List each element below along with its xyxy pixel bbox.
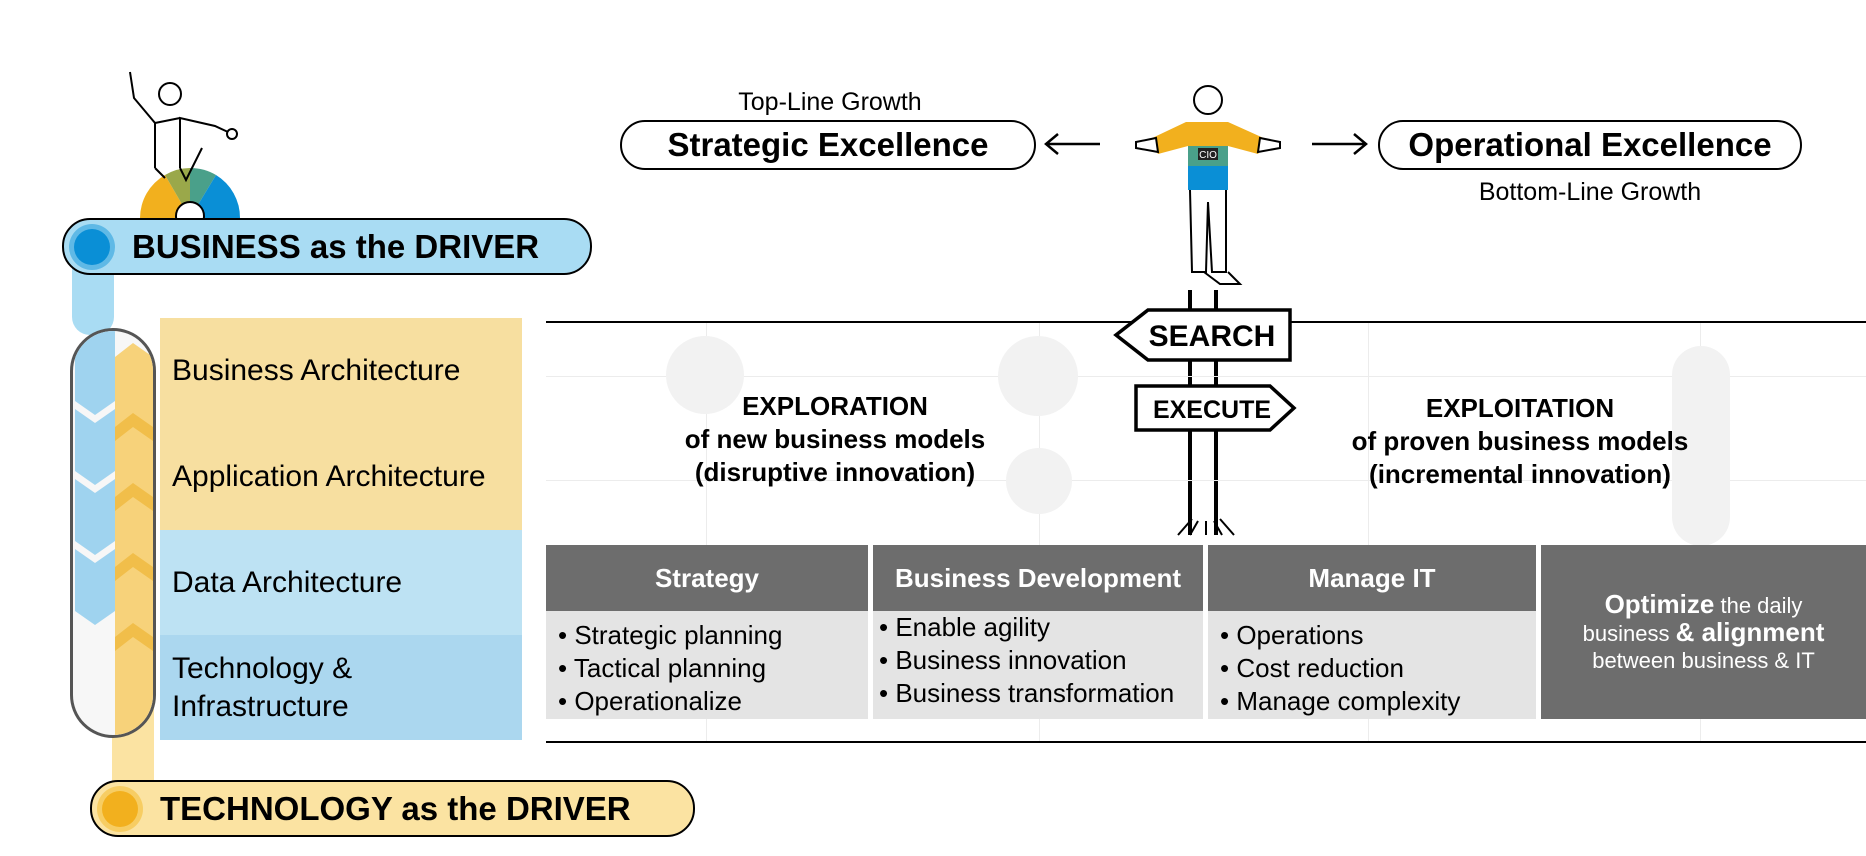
layer-business-architecture: Business Architecture [160, 318, 522, 424]
layer-technology-infrastructure: Technology &Infrastructure [160, 635, 522, 740]
column-body-business-development: • Enable agility • Business innovation •… [873, 611, 1203, 719]
technology-driver-pill: TECHNOLOGY as the DRIVER [90, 780, 695, 837]
arrow-right-icon [1312, 133, 1368, 155]
business-driver-label: BUSINESS as the DRIVER [132, 227, 540, 265]
layer-application-architecture: Application Architecture [160, 424, 522, 530]
grid-line [706, 323, 707, 741]
grid-line [546, 376, 1866, 377]
arrow-left-icon [1044, 133, 1100, 155]
exploration-text: EXPLORATION of new business models (disr… [650, 390, 1020, 489]
execute-sign[interactable]: EXECUTE [1132, 382, 1298, 434]
business-person-icon [129, 71, 241, 218]
grid-line [1039, 323, 1040, 741]
search-sign[interactable]: SEARCH [1112, 306, 1294, 364]
exploitation-line2: of proven business models [1351, 426, 1689, 456]
signpost-base-icon [1177, 518, 1235, 536]
list-item: • Operations [1220, 620, 1364, 650]
business-driver-pill: BUSINESS as the DRIVER [62, 218, 592, 275]
grid-line [1368, 323, 1369, 741]
cio-badge: CIO [1199, 150, 1217, 161]
column-header-manage-it: Manage IT [1208, 545, 1536, 611]
decor-circle [1006, 448, 1072, 514]
column-body-strategy: • Strategic planning • Tactical planning… [546, 611, 868, 719]
strategic-excellence-box: Strategic Excellence [620, 120, 1036, 170]
technology-driver-dot-icon [102, 790, 138, 827]
exploitation-title: EXPLOITATION [1425, 393, 1615, 423]
exploration-line3: (disruptive innovation) [694, 457, 976, 487]
exploitation-text: EXPLOITATION of proven business models (… [1330, 392, 1710, 491]
layer-capsule [70, 328, 156, 738]
list-item: • Cost reduction [1220, 653, 1404, 683]
bottom-rule [546, 741, 1866, 743]
list-item: • Business innovation [879, 645, 1127, 675]
optimize-bold: Optimize [1604, 588, 1715, 619]
list-item: • Operationalize [558, 686, 742, 716]
grid-line [546, 480, 1866, 481]
list-item: • Enable agility [879, 612, 1050, 642]
list-item: • Manage complexity [1220, 686, 1461, 716]
column-body-manage-it: • Operations • Cost reduction • Manage c… [1208, 611, 1536, 719]
exploration-line2: of new business models [684, 424, 986, 454]
alignment-bold: & alignment [1675, 616, 1825, 647]
decor-circle [666, 336, 744, 414]
chevron-arrows [75, 331, 153, 735]
search-sign-label: SEARCH [1149, 320, 1276, 353]
layer-data-architecture: Data Architecture [160, 530, 522, 635]
list-item: • Strategic planning [558, 620, 783, 650]
bottom-line-growth-label: Bottom-Line Growth [1478, 178, 1702, 206]
optimize-box: Optimize the daily business & alignment … [1541, 545, 1866, 719]
column-header-strategy: Strategy [546, 545, 868, 611]
top-line-growth-label: Top-Line Growth [738, 88, 922, 116]
exploration-title: EXPLORATION [742, 391, 928, 421]
operational-excellence-box: Operational Excellence [1378, 120, 1802, 170]
list-item: • Tactical planning [558, 653, 767, 683]
cio-figure-icon: CIO [1135, 85, 1281, 285]
exploitation-line3: (incremental innovation) [1369, 459, 1671, 489]
column-header-business-development: Business Development [873, 545, 1203, 611]
list-item: • Business transformation [879, 678, 1175, 708]
decor-pillar [1672, 346, 1730, 546]
business-driver-dot-icon [74, 228, 110, 265]
technology-driver-label: TECHNOLOGY as the DRIVER [160, 789, 631, 827]
decor-circle [998, 336, 1078, 416]
execute-sign-label: EXECUTE [1153, 396, 1271, 424]
